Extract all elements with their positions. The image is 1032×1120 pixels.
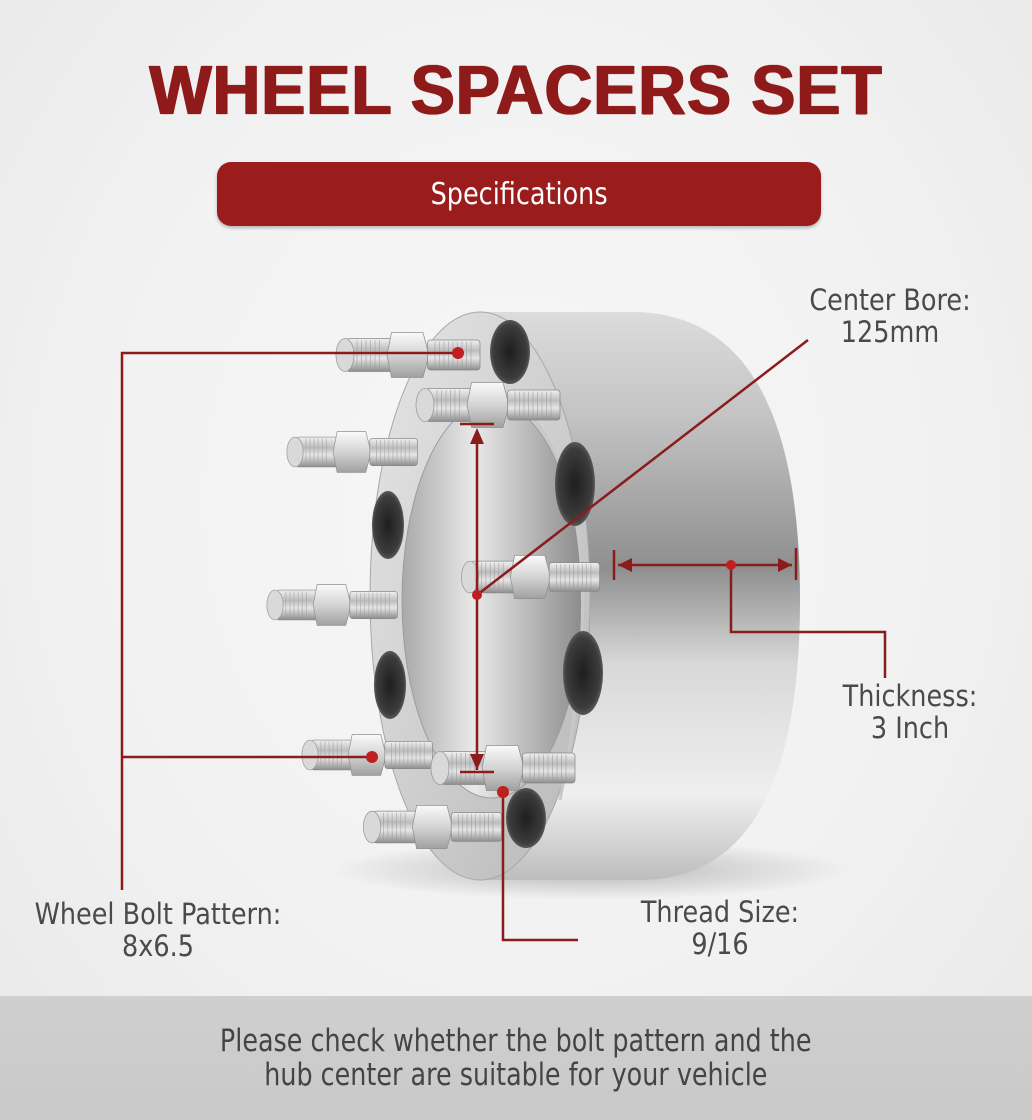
center-bore-label: Center Bore: [809, 283, 971, 317]
thread-size-leader [501, 790, 578, 942]
bolt-pattern-value: 8x6.5 [122, 929, 194, 963]
thread-size-spec: Thread Size: 9/16 [623, 896, 817, 960]
bolt-pattern-label: Wheel Bolt Pattern: [34, 897, 282, 931]
thickness-value: 3 Inch [870, 711, 950, 745]
center-bore-leader [476, 339, 809, 596]
specifications-badge: Specifications [217, 162, 821, 226]
thickness-label: Thickness: [842, 679, 978, 713]
bolt-pattern-spec: Wheel Bolt Pattern: 8x6.5 [19, 898, 297, 962]
thickness-spec: Thickness: 3 Inch [813, 680, 1007, 744]
compatibility-notice: Please check whether the bolt pattern an… [0, 996, 1032, 1120]
thread-size-label: Thread Size: [640, 895, 800, 929]
center-bore-value: 125mm [840, 315, 940, 349]
center-bore-spec: Center Bore: 125mm [784, 284, 995, 348]
wheel-spacer-illustration [120, 311, 887, 942]
notice-line-1: Please check whether the bolt pattern an… [220, 1023, 812, 1059]
stud-holes [372, 320, 603, 848]
page-title: WHEEL SPACERS SET [149, 51, 883, 129]
notice-line-2: hub center are suitable for your vehicle [264, 1057, 768, 1093]
thickness-leader [729, 565, 887, 678]
specifications-badge-label: Specifications [430, 176, 608, 212]
bolt-pattern-leader [120, 351, 458, 890]
annotation-lines [120, 339, 887, 942]
thread-size-value: 9/16 [691, 927, 749, 961]
annotation-markers [366, 347, 792, 798]
